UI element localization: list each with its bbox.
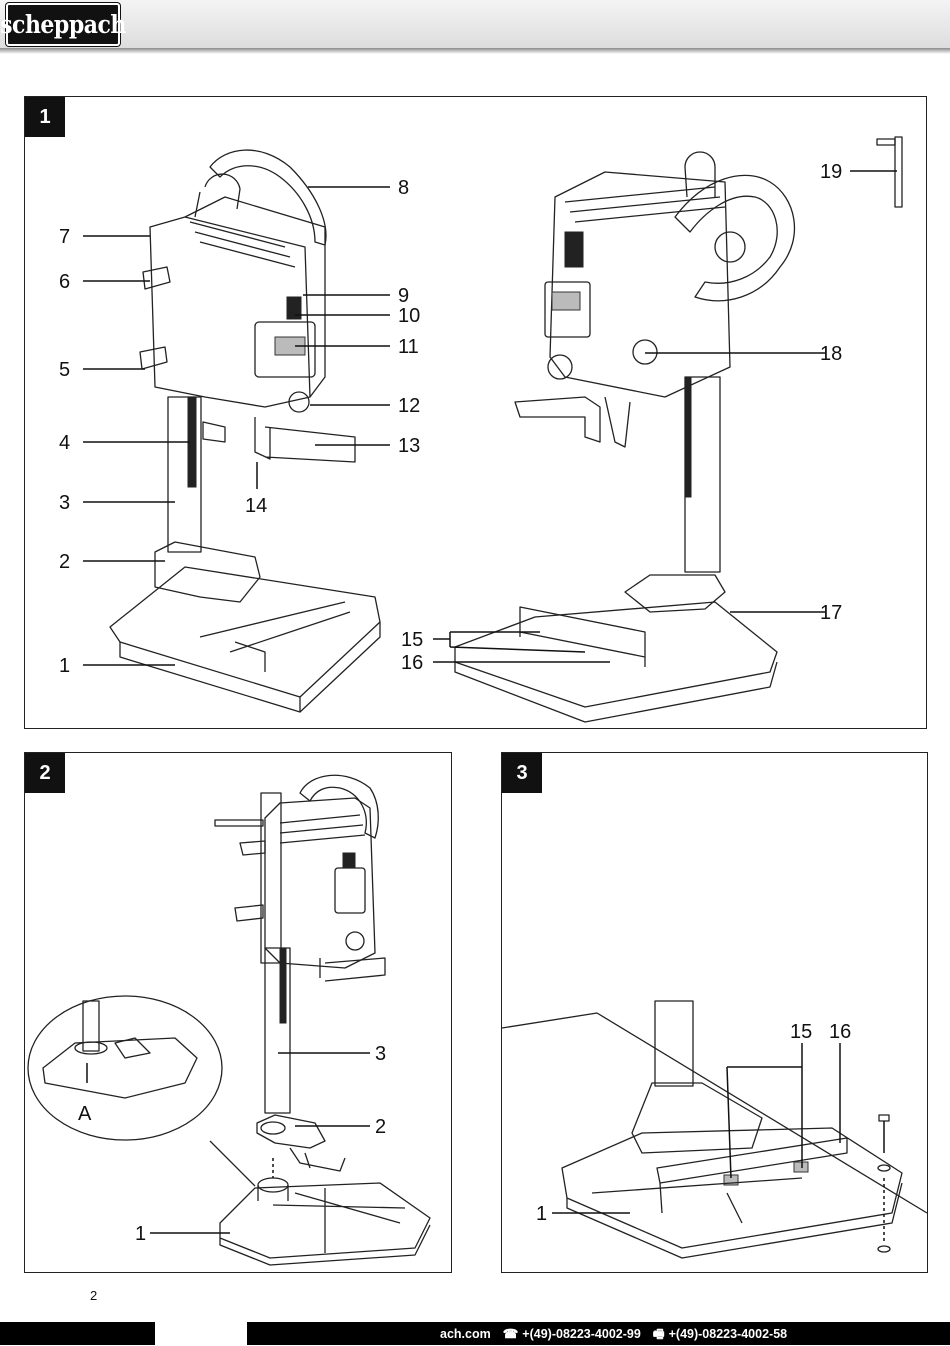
callout-2: 2	[375, 1116, 386, 1138]
figure-2-number: 2	[25, 753, 65, 793]
footer-gap	[155, 1322, 247, 1345]
callout-5: 5	[59, 359, 70, 381]
callout-1: 1	[135, 1223, 146, 1245]
figure-3-leader-lines	[552, 1043, 841, 1214]
callout-3: 3	[375, 1043, 386, 1065]
figure-2: 2	[24, 752, 452, 1273]
figure-3: 3 15 16 1	[501, 752, 928, 1273]
page-number: 2	[90, 1288, 98, 1303]
callout-15: 15	[790, 1021, 812, 1043]
callout-3: 3	[59, 492, 70, 514]
callout-12: 12	[398, 395, 420, 417]
figure-1-illustration: 8 7 6 9 10 11 5 12 4 13 3 14 2 1 19 18 1…	[59, 136, 903, 723]
callout-6: 6	[59, 271, 70, 293]
column-clamp	[256, 1114, 346, 1172]
drill-press-back-view	[454, 136, 903, 723]
base-plate	[219, 1158, 431, 1266]
figure-1-number: 1	[25, 97, 65, 137]
footer-fax: +(49)-08223-4002-58	[668, 1327, 788, 1341]
callout-16: 16	[829, 1021, 851, 1043]
callout-4: 4	[59, 432, 70, 454]
fax-icon: 🖷	[652, 1327, 665, 1341]
figure-2-leader-lines	[150, 1052, 370, 1234]
callout-13: 13	[398, 435, 420, 457]
phone-icon: ☎	[502, 1327, 519, 1341]
callout-16: 16	[401, 652, 423, 674]
footer-website[interactable]: ach.com	[440, 1327, 491, 1341]
callout-1: 1	[536, 1203, 547, 1225]
figure-3-illustration: 15 16 1	[501, 1000, 928, 1259]
callout-2: 2	[59, 551, 70, 573]
callout-1: 1	[59, 655, 70, 677]
callout-11: 11	[398, 336, 419, 358]
figure-1: 1	[24, 96, 927, 729]
page-header	[0, 0, 950, 50]
callout-10: 10	[398, 305, 420, 327]
figure-3-number: 3	[502, 753, 542, 793]
callout-18: 18	[820, 343, 842, 365]
footer-contact: ach.com ☎+(49)-08223-4002-99 🖷+(49)-08223-…	[440, 1325, 799, 1346]
brand-logo: scheppach	[0, 3, 126, 46]
callout-17: 17	[820, 602, 842, 624]
drill-head-with-column	[214, 774, 386, 1114]
callout-9: 9	[398, 285, 409, 307]
zoom-detail-circle	[27, 995, 256, 1187]
brand-logo-text: scheppach	[0, 9, 126, 40]
callout-A: A	[78, 1103, 92, 1125]
base-mounted-on-bench	[561, 1000, 903, 1259]
callout-15: 15	[401, 629, 423, 651]
callout-8: 8	[398, 177, 409, 199]
drill-press-front-view	[109, 149, 381, 713]
footer-phone: +(49)-08223-4002-99	[522, 1327, 641, 1341]
figure-1-leader-lines	[83, 170, 897, 666]
callout-19: 19	[820, 161, 842, 183]
figure-2-illustration: 3 2 A 1	[27, 774, 431, 1266]
callout-14: 14	[245, 495, 267, 517]
callout-7: 7	[59, 226, 70, 248]
workbench-surface	[501, 1012, 928, 1214]
header-shadow	[0, 48, 950, 54]
